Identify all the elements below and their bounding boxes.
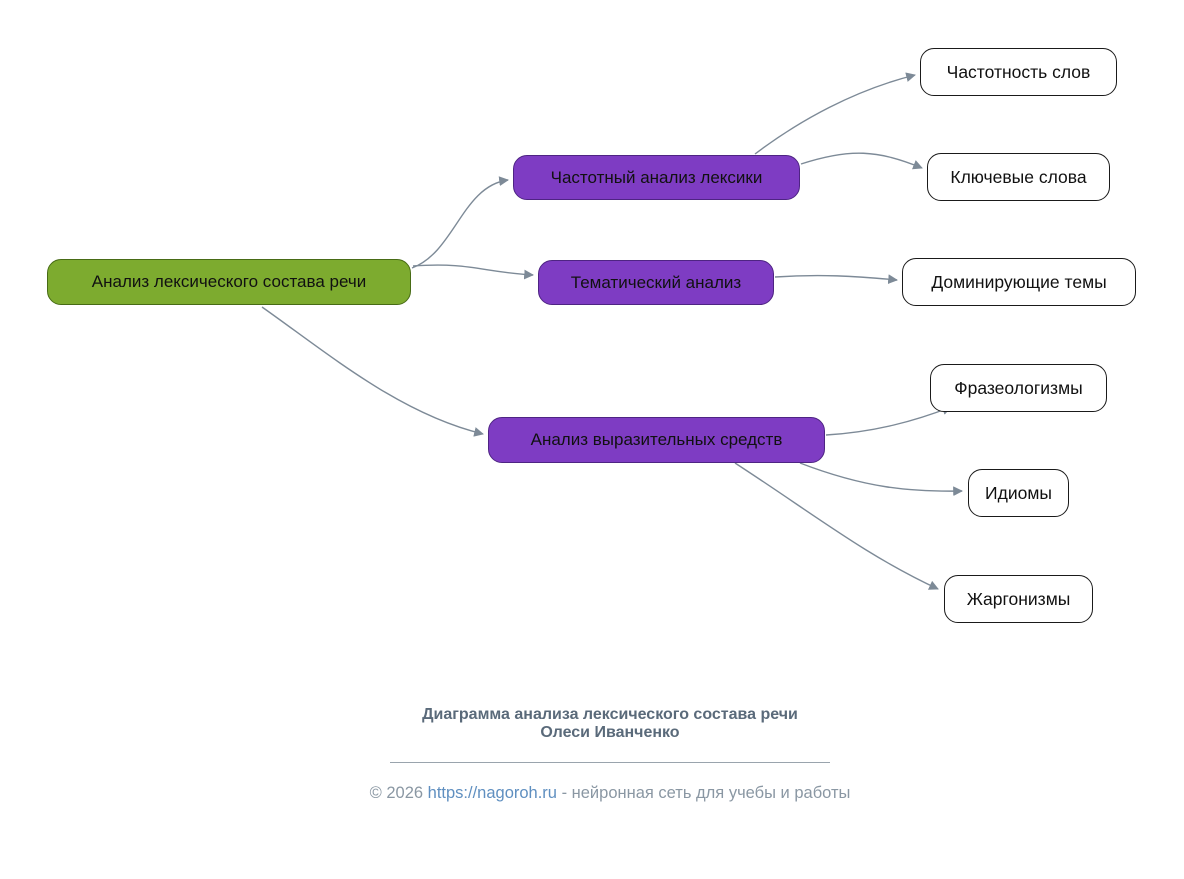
- node-branch-thematic-analysis: Тематический анализ: [538, 260, 774, 305]
- edge-branch1-to-leaf2: [800, 152, 923, 170]
- footer-copyright: © 2026 https://nagoroh.ru - нейронная се…: [260, 784, 960, 803]
- node-branch-label: Частотный анализ лексики: [550, 167, 763, 187]
- node-root-label: Анализ лексического состава речи: [91, 272, 367, 291]
- node-leaf-keywords: Ключевые слова: [927, 153, 1110, 201]
- footer-divider: [390, 762, 830, 763]
- copyright-prefix: © 2026: [369, 784, 428, 802]
- node-leaf-label: Доминирующие темы: [931, 271, 1107, 292]
- edge-branch3-to-leaf4: [825, 405, 952, 436]
- node-branch-label: Анализ выразительных средств: [530, 430, 783, 449]
- node-leaf-label: Ключевые слова: [950, 166, 1087, 187]
- footer-title-line2: Олеси Иванченко: [540, 724, 680, 741]
- edge-root-to-branch3: [261, 306, 484, 437]
- edge-branch3-to-leaf6: [734, 462, 939, 590]
- node-branch-label: Тематический анализ: [570, 272, 742, 292]
- node-leaf-word-frequency: Частотность слов: [920, 48, 1117, 96]
- node-leaf-idioms: Идиомы: [968, 469, 1069, 517]
- node-leaf-label: Идиомы: [985, 482, 1052, 503]
- edge-branch3-to-leaf5: [799, 462, 963, 497]
- footer-title-line1: Диаграмма анализа лексического состава р…: [422, 706, 798, 723]
- footer: Диаграмма анализа лексического состава р…: [260, 706, 960, 803]
- edge-branch2-to-leaf3: [774, 274, 898, 285]
- edge-root-to-branch1: [411, 176, 509, 269]
- node-leaf-jargonisms: Жаргонизмы: [944, 575, 1093, 623]
- edge-root-to-branch2: [412, 264, 534, 280]
- node-leaf-label: Фразеологизмы: [954, 377, 1083, 398]
- copyright-suffix: - нейронная сеть для учебы и работы: [556, 784, 851, 802]
- node-leaf-phraseologisms: Фразеологизмы: [930, 364, 1107, 412]
- node-leaf-label: Жаргонизмы: [966, 588, 1071, 609]
- node-branch-expressive-means: Анализ выразительных средств: [488, 417, 825, 463]
- node-root: Анализ лексического состава речи: [47, 259, 411, 305]
- node-branch-frequency-analysis: Частотный анализ лексики: [513, 155, 800, 200]
- footer-url-link[interactable]: https://nagoroh.ru: [427, 784, 557, 802]
- edge-branch1-to-leaf1: [754, 72, 916, 155]
- node-leaf-label: Частотность слов: [946, 61, 1091, 82]
- node-leaf-dominant-themes: Доминирующие темы: [902, 258, 1136, 306]
